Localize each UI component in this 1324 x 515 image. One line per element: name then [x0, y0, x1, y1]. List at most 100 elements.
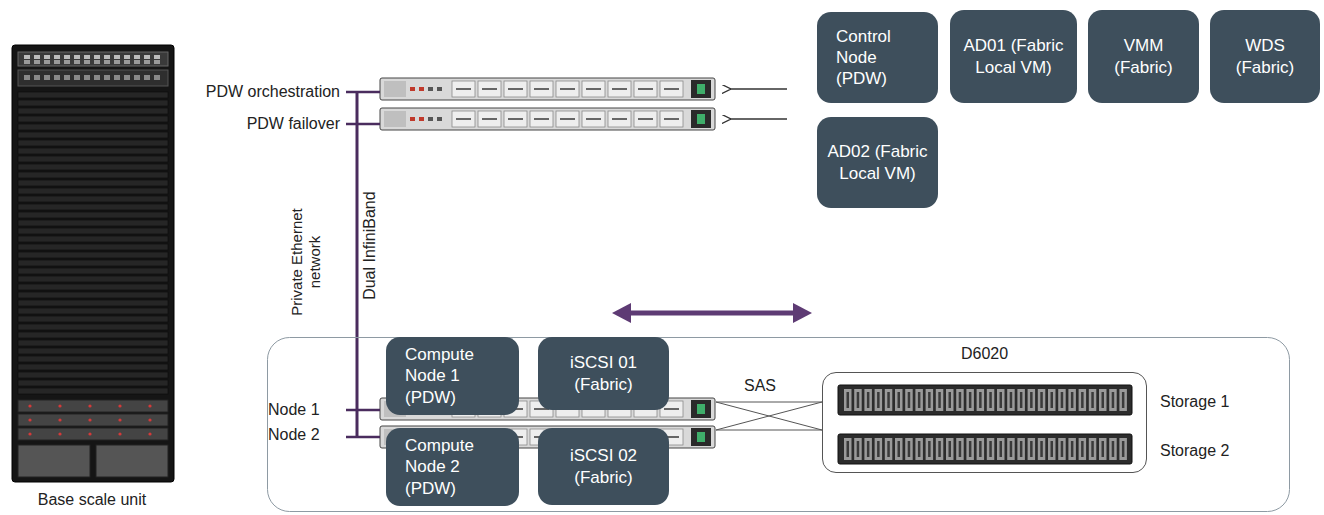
disk-slot [956, 438, 964, 460]
drive-slot [664, 118, 679, 120]
disk-slot-line [847, 392, 850, 408]
disk-slot [936, 438, 944, 460]
switch-port [54, 60, 60, 64]
part-label: Storage 1 [1160, 392, 1270, 411]
disk-slot [936, 389, 944, 411]
switch-port [44, 75, 50, 80]
switch-port [84, 75, 90, 80]
rack-blank-panel [18, 124, 168, 130]
disk-slot-line [1081, 441, 1084, 457]
disk-slot-line [938, 392, 941, 408]
rack-server [18, 414, 168, 426]
disk-slot [875, 438, 883, 460]
rack-blank-panel [18, 116, 168, 122]
disk-slot [1048, 438, 1056, 460]
server-led [58, 404, 61, 407]
server-chassis [380, 108, 715, 130]
node-text: WDS (Fabric) [1218, 35, 1312, 78]
disk-slot [956, 389, 964, 411]
rack-blank-panel [18, 236, 168, 242]
drive-bay [582, 111, 605, 127]
disk-slot-line [1061, 441, 1064, 457]
rack-server [18, 400, 168, 412]
rack-blank-panel [18, 268, 168, 274]
server-handle [691, 428, 711, 446]
disk-slot-line [857, 441, 860, 457]
node-text: AD01 (Fabric Local VM) [958, 35, 1069, 78]
disk-slot-line [887, 392, 890, 408]
vm-box: Compute Node 2 (PDW) [386, 428, 519, 506]
enclosure-chassis [838, 385, 1132, 415]
label-slot: Node 1 [268, 400, 338, 419]
switch-port [64, 75, 70, 80]
part-label: Base scale unit [2, 490, 182, 509]
drive-bay [556, 81, 579, 97]
drive-slot [586, 118, 601, 120]
disk-slot-line [928, 441, 931, 457]
disk-slot-line [1071, 441, 1074, 457]
server-panel [384, 81, 406, 97]
disk-slot [946, 389, 954, 411]
switch-port [54, 55, 60, 59]
server-led [148, 418, 151, 421]
switch-port [154, 60, 160, 64]
server-handle-led [697, 84, 705, 94]
drive-bay [634, 81, 657, 97]
switch-port [54, 75, 60, 80]
part-label: Node 2 [268, 425, 338, 444]
vm-box: iSCSI 02 (Fabric) [538, 428, 669, 505]
disk-slot [854, 389, 862, 411]
rack-switch [18, 70, 168, 86]
switch-port [64, 60, 70, 64]
rack-blank-panel [18, 212, 168, 218]
server-led [148, 404, 151, 407]
label-slot: Private Ethernet network [236, 244, 376, 280]
vm-box: iSCSI 01 (Fabric) [538, 337, 669, 410]
network-label: Private Ethernet network [288, 192, 324, 332]
drive-slot [586, 88, 601, 90]
disk-slot-line [1040, 441, 1043, 457]
server-handle-led [697, 404, 705, 414]
enclosure-border [822, 372, 1147, 473]
disk-slot-line [857, 392, 860, 408]
label-slot: PDW orchestration [150, 82, 340, 101]
vm-box: WDS (Fabric) [1210, 10, 1320, 103]
disk-slot [1068, 389, 1076, 411]
label-slot: Dual InfiniBand [290, 236, 450, 255]
rack-blank-panel [18, 244, 168, 250]
disk-slot [1058, 389, 1066, 411]
rack-blank-panel [18, 100, 168, 106]
disk-slot [1028, 389, 1036, 411]
drive-slot [638, 88, 653, 90]
drive-slot [664, 408, 679, 410]
storage-enclosure: D6020 [822, 340, 1147, 473]
drive-bay [582, 81, 605, 97]
drive-bay [504, 111, 527, 127]
server-led [88, 418, 91, 421]
disk-slot-line [979, 392, 982, 408]
rack-blank-panel [18, 356, 168, 362]
switch-port [104, 55, 110, 59]
drive-bay [634, 111, 657, 127]
disk-slot [905, 389, 913, 411]
disk-slot-line [1010, 392, 1013, 408]
disk-slot [966, 389, 974, 411]
switch-port [24, 60, 30, 64]
rack-blank-panel [18, 220, 168, 226]
disk-slot-line [1030, 392, 1033, 408]
disk-slot [895, 389, 903, 411]
label-slot: Node 2 [268, 425, 338, 444]
rack-blank-panel [18, 92, 168, 98]
drive-bay [452, 111, 475, 127]
disk-slot [926, 389, 934, 411]
drive-slot [560, 118, 575, 120]
drive-slot [638, 118, 653, 120]
switch-port [34, 60, 40, 64]
node-text: Compute Node 1 (PDW) [405, 344, 511, 408]
disk-slot [1109, 389, 1117, 411]
server-led [428, 87, 433, 91]
drive-slot [612, 118, 627, 120]
disk-slot-line [1112, 392, 1115, 408]
drive-bay [608, 81, 631, 97]
disk-slot [915, 438, 923, 460]
